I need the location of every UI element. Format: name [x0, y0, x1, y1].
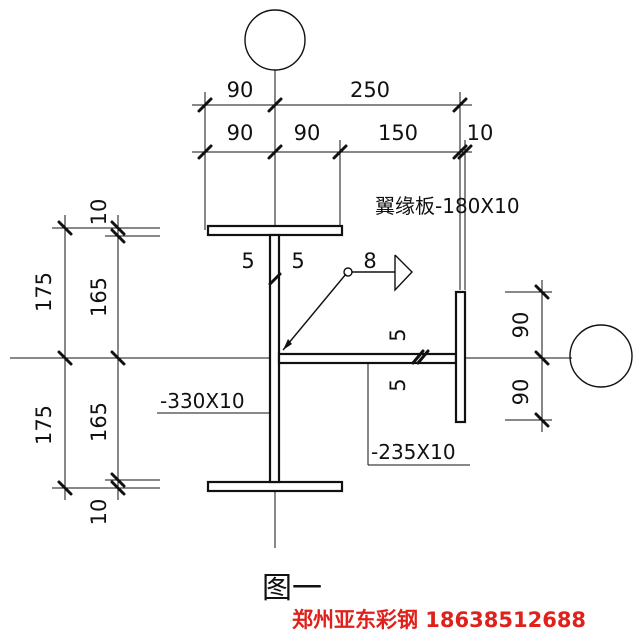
weld-size-label: 8 — [363, 249, 376, 273]
weld-stiffener-top: 5 — [386, 328, 410, 341]
stiffener-plate-label: -235X10 — [371, 440, 456, 464]
right-dimension-lines — [505, 280, 552, 432]
dim-left-175-top: 175 — [32, 272, 56, 312]
weld-stiffener-bottom: 5 — [386, 378, 410, 391]
dim-right-90-bottom: 90 — [509, 379, 533, 406]
end-plate — [454, 290, 467, 424]
top-dimension-lines — [192, 92, 473, 290]
web-plate — [268, 233, 281, 484]
dim-left-165-bottom: 165 — [87, 402, 111, 442]
dim-second-90-left: 90 — [227, 121, 254, 145]
weld-web-left: 5 — [241, 249, 254, 273]
axis-bubble-right — [569, 324, 633, 388]
web-plate-label: -330X10 — [160, 389, 245, 413]
dim-second-150: 150 — [378, 121, 418, 145]
dim-left-10-top: 10 — [87, 199, 111, 226]
dim-right-90-top: 90 — [509, 312, 533, 339]
dim-second-10: 10 — [467, 121, 494, 145]
figure-caption: 图一 — [262, 571, 322, 606]
dim-left-175-bottom: 175 — [32, 405, 56, 445]
flange-plate-label: 翼缘板-180X10 — [375, 194, 520, 218]
bottom-flange-plate — [206, 480, 344, 493]
dim-left-165-top: 165 — [87, 277, 111, 317]
weld-symbol — [282, 254, 413, 351]
dim-top-250: 250 — [350, 78, 390, 102]
dim-second-90-right: 90 — [294, 121, 321, 145]
dim-left-10-bottom: 10 — [87, 499, 111, 526]
weld-web-right: 5 — [291, 249, 304, 273]
dim-top-90: 90 — [227, 78, 254, 102]
watermark-text: 郑州亚东彩钢 18638512688 — [292, 608, 586, 632]
stiffener-plate — [277, 352, 458, 365]
left-dimension-lines — [52, 215, 160, 500]
top-flange-plate — [206, 224, 344, 237]
axis-bubble-top — [244, 9, 306, 71]
weld-markers — [268, 272, 430, 365]
label-leaders — [157, 363, 470, 466]
